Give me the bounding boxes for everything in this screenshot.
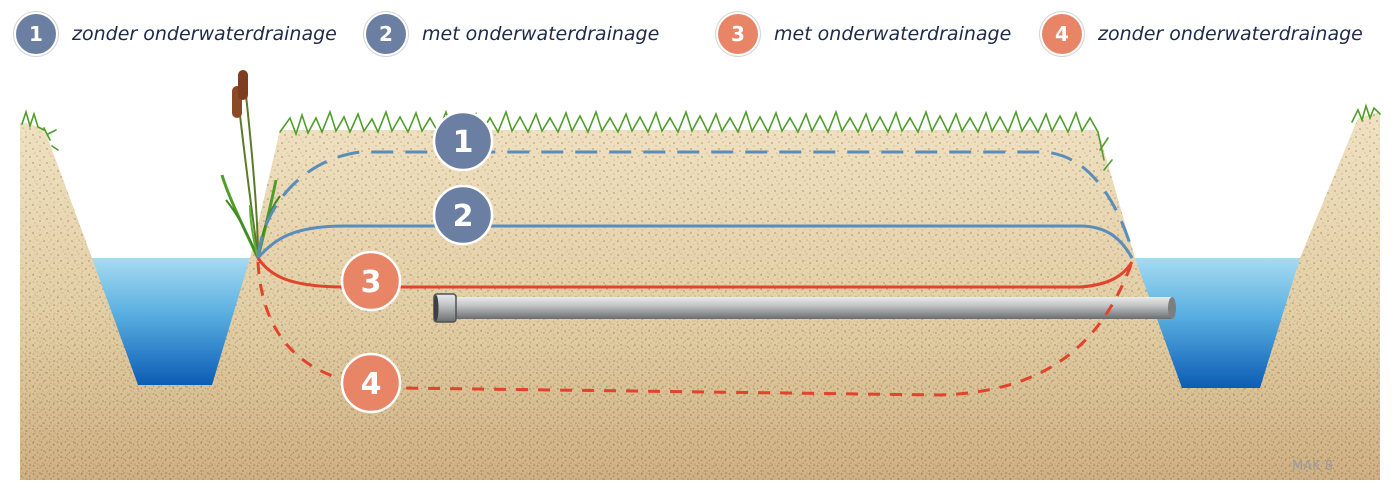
legend: 1 zonder onderwaterdrainage 2 met onderw… [0,12,1400,56]
marker-2-label: 2 [453,199,474,234]
legend-badge-4: 4 [1042,14,1082,54]
legend-label-3: met onderwaterdrainage [774,23,1012,45]
legend-item-2: 2 met onderwaterdrainage [366,12,659,56]
marker-1: 1 [432,110,494,172]
legend-item-4: 4 zonder onderwaterdrainage [1042,12,1363,56]
legend-badge-1: 1 [16,14,56,54]
legend-item-3: 3 met onderwaterdrainage [718,12,1011,56]
legend-badge-3: 3 [718,14,758,54]
legend-badge-2: 2 [366,14,406,54]
water-table-line-4 [256,261,1134,397]
legend-label-2: met onderwaterdrainage [422,23,660,45]
legend-item-1: 1 zonder onderwaterdrainage [16,12,337,56]
marker-4: 4 [340,352,402,414]
marker-4-label: 4 [361,367,382,402]
marker-3-label: 3 [361,265,382,300]
marker-1-label: 1 [453,125,474,160]
water-table-line-2 [256,224,1134,259]
water-table-line-1 [256,150,1134,259]
legend-label-4: zonder onderwaterdrainage [1098,23,1363,45]
grass-strip [21,103,1381,171]
left-ditch-water [92,258,250,385]
signature: MAK 8 [1292,459,1333,474]
drainage-pipe-icon [433,293,1176,323]
marker-2: 2 [432,184,494,246]
right-ditch-water [1135,258,1300,388]
legend-label-1: zonder onderwaterdrainage [72,23,337,45]
marker-3: 3 [340,250,402,312]
